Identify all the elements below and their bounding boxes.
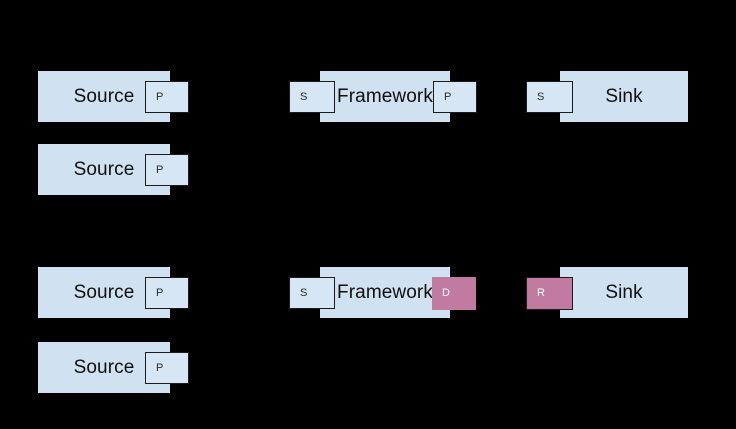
port-badge-label: P bbox=[156, 361, 164, 374]
port-badge-framework-1-s[interactable]: S bbox=[289, 81, 335, 113]
port-badge-label: P bbox=[156, 286, 164, 299]
port-badge-source-3-p[interactable]: P bbox=[145, 277, 189, 309]
port-badge-label: S bbox=[537, 90, 545, 103]
port-badge-label: R bbox=[537, 287, 545, 299]
node-source-2[interactable]: Source bbox=[38, 144, 170, 195]
port-badge-label: P bbox=[444, 90, 452, 103]
node-label: Source bbox=[73, 159, 135, 180]
port-badge-label: S bbox=[300, 286, 308, 299]
port-badge-framework-2-s[interactable]: S bbox=[289, 277, 335, 309]
node-sink-2[interactable]: Sink bbox=[560, 267, 688, 318]
port-badge-source-4-p[interactable]: P bbox=[145, 352, 189, 384]
port-badge-sink-2-r[interactable]: R bbox=[526, 277, 573, 310]
node-framework-1[interactable]: Framework bbox=[320, 71, 450, 122]
port-badge-source-2-p[interactable]: P bbox=[145, 154, 189, 186]
port-badge-source-1-p[interactable]: P bbox=[145, 81, 189, 113]
node-sink-1[interactable]: Sink bbox=[560, 71, 688, 122]
node-label: Framework bbox=[337, 282, 433, 303]
node-label: Source bbox=[73, 357, 135, 378]
node-label: Framework bbox=[337, 86, 433, 107]
port-badge-sink-1-s[interactable]: S bbox=[526, 81, 573, 113]
port-badge-label: D bbox=[442, 287, 450, 299]
node-label: Sink bbox=[605, 86, 643, 107]
port-badge-framework-2-d[interactable]: D bbox=[432, 277, 476, 310]
port-badge-label: P bbox=[156, 90, 164, 103]
port-badge-framework-1-p[interactable]: P bbox=[433, 81, 477, 113]
node-label: Sink bbox=[605, 282, 643, 303]
node-framework-2[interactable]: Framework bbox=[320, 267, 450, 318]
port-badge-label: S bbox=[300, 90, 308, 103]
node-label: Source bbox=[73, 86, 135, 107]
port-badge-label: P bbox=[156, 163, 164, 176]
node-label: Source bbox=[73, 282, 135, 303]
